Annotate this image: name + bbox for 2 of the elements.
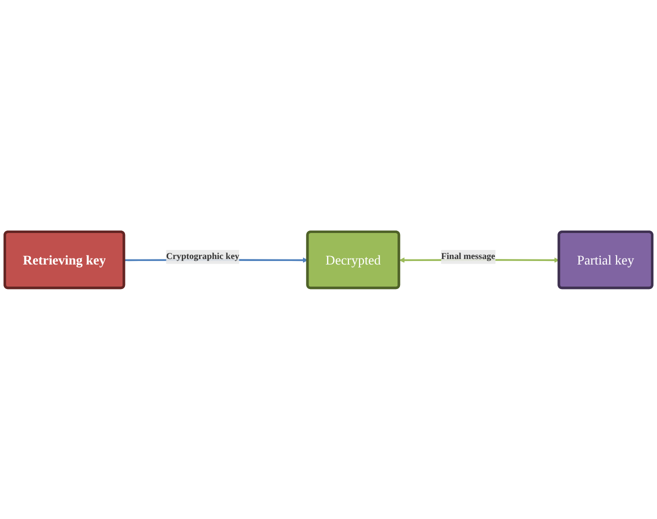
edge-label: Final message: [441, 251, 496, 261]
edge-label: Cryptographic key: [166, 251, 240, 261]
